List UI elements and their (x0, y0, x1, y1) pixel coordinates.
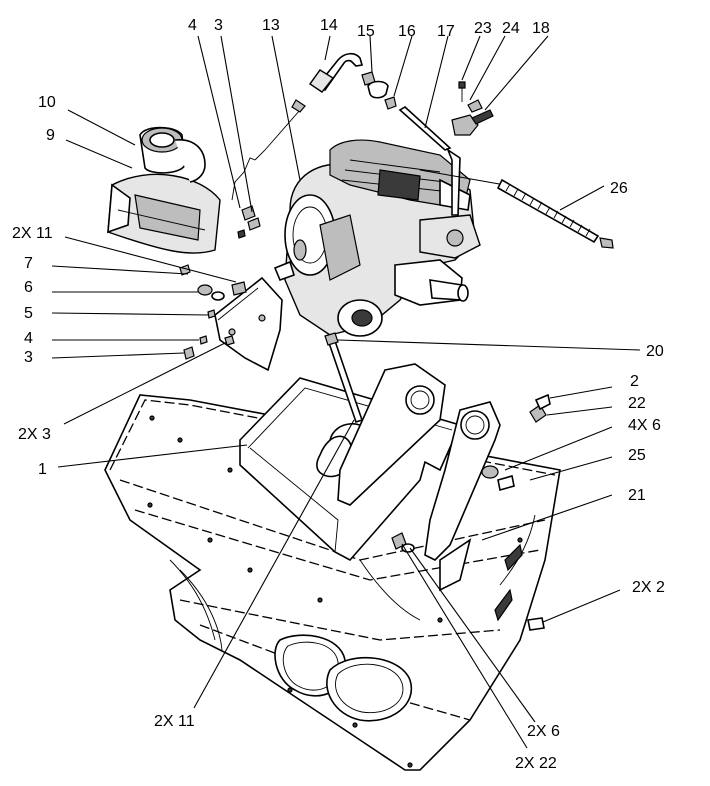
side-plate (214, 276, 283, 372)
engine (273, 139, 481, 337)
callout-10: 10 (38, 94, 56, 111)
callout-13: 13 (262, 17, 280, 34)
callout-7: 7 (24, 255, 33, 272)
callout-2x2: 2X 2 (632, 579, 665, 596)
callout-23: 23 (474, 20, 492, 37)
support-bracket (337, 363, 501, 592)
callout-2x22: 2X 22 (515, 755, 557, 772)
control-parts (361, 71, 494, 216)
callout-25: 25 (628, 447, 646, 464)
callout-4-top: 4 (188, 17, 197, 34)
callout-24: 24 (502, 20, 520, 37)
callout-2x6: 2X 6 (527, 723, 560, 740)
callout-labels: 4 3 13 14 15 16 17 23 24 18 10 9 26 2X 1… (12, 17, 665, 772)
leader-lines (51, 35, 641, 749)
callout-14: 14 (320, 17, 338, 34)
callout-21: 21 (628, 487, 646, 504)
callout-4-left: 4 (24, 330, 33, 347)
callout-16: 16 (398, 23, 416, 40)
callout-9: 9 (46, 127, 55, 144)
callout-15: 15 (357, 23, 375, 40)
fuel-tank (107, 126, 221, 254)
callout-3-top: 3 (214, 17, 223, 34)
fuel-line (231, 52, 364, 201)
callout-2: 2 (630, 373, 639, 390)
callout-26: 26 (610, 180, 628, 197)
callout-2x11-left: 2X 11 (12, 225, 53, 242)
callout-22: 22 (628, 395, 646, 412)
tank-fasteners (237, 205, 261, 239)
right-fasteners (324, 332, 551, 631)
callout-5: 5 (24, 305, 33, 322)
callout-20: 20 (646, 343, 664, 360)
callout-6: 6 (24, 279, 33, 296)
callout-2x3: 2X 3 (18, 426, 51, 443)
callout-17: 17 (437, 23, 455, 40)
callout-2x11-bottom: 2X 11 (154, 713, 195, 730)
callout-18: 18 (532, 20, 550, 37)
callout-3-left: 3 (24, 349, 33, 366)
callout-4x6: 4X 6 (628, 417, 661, 434)
callout-1: 1 (38, 461, 47, 478)
spring-rod (419, 169, 614, 249)
